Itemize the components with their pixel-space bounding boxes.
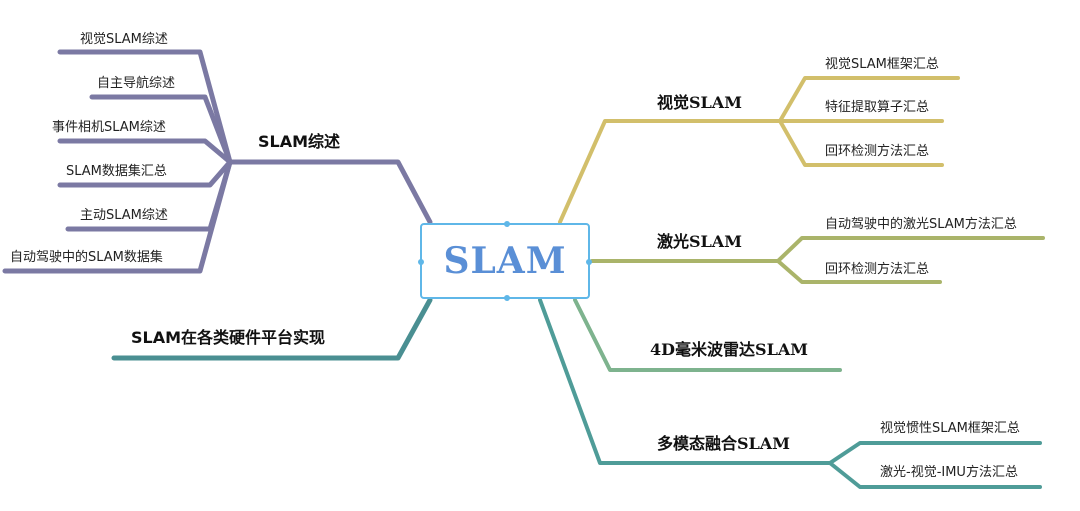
branch-survey-label[interactable]: SLAM综述 bbox=[258, 132, 341, 151]
central-topic-node[interactable]: SLAM bbox=[418, 221, 592, 301]
link-survey-leaf-6 bbox=[2, 159, 233, 274]
link-radar bbox=[573, 298, 842, 372]
central-topic-title: SLAM bbox=[443, 240, 567, 282]
leaf-lidar-2[interactable]: 回环检测方法汇总 bbox=[825, 262, 930, 277]
leaf-survey-1[interactable]: 视觉SLAM综述 bbox=[80, 32, 168, 47]
leaf-lidar-1[interactable]: 自动驾驶中的激光SLAM方法汇总 bbox=[825, 217, 1017, 232]
link-survey-leaf-4 bbox=[57, 159, 233, 188]
link-survey-leaf-3 bbox=[57, 138, 233, 165]
connector-handle-left bbox=[418, 259, 424, 265]
link-visual-main bbox=[558, 119, 782, 224]
leaf-survey-5[interactable]: 主动SLAM综述 bbox=[80, 208, 168, 223]
connector-handle-bottom bbox=[504, 295, 510, 301]
branch-visual-label[interactable]: 视觉SLAM bbox=[657, 93, 742, 112]
leaf-survey-6[interactable]: 自动驾驶中的SLAM数据集 bbox=[10, 250, 163, 265]
leaf-visual-2[interactable]: 特征提取算子汇总 bbox=[825, 100, 930, 115]
leaf-survey-4[interactable]: SLAM数据集汇总 bbox=[66, 164, 167, 179]
link-survey-leaf-1 bbox=[57, 49, 233, 165]
leaf-visual-3[interactable]: 回环检测方法汇总 bbox=[825, 144, 930, 159]
branch-lidar-label[interactable]: 激光SLAM bbox=[657, 232, 742, 251]
link-lidar-leaf-1 bbox=[776, 236, 1045, 263]
link-fusion-leaf-1 bbox=[828, 441, 1042, 465]
leaf-fusion-2[interactable]: 激光-视觉-IMU方法汇总 bbox=[880, 465, 1018, 480]
link-survey-leaf-2 bbox=[89, 94, 233, 165]
leaf-survey-3[interactable]: 事件相机SLAM综述 bbox=[52, 120, 166, 135]
link-visual-leaf-1 bbox=[778, 76, 960, 123]
leaf-survey-2[interactable]: 自主导航综述 bbox=[97, 76, 176, 91]
leaf-fusion-1[interactable]: 视觉惯性SLAM框架汇总 bbox=[880, 421, 1020, 436]
branch-radar-label[interactable]: 4D毫米波雷达SLAM bbox=[650, 340, 808, 359]
link-visual-leaf-3 bbox=[778, 119, 944, 167]
link-fusion-leaf-2 bbox=[828, 461, 1042, 489]
link-hardware bbox=[111, 297, 433, 361]
branch-fusion-label[interactable]: 多模态融合SLAM bbox=[657, 434, 790, 453]
connector-handle-right bbox=[586, 259, 592, 265]
connector-handle-top bbox=[504, 221, 510, 227]
leaf-visual-1[interactable]: 视觉SLAM框架汇总 bbox=[825, 57, 939, 72]
branch-hardware-label[interactable]: SLAM在各类硬件平台实现 bbox=[131, 328, 326, 347]
link-lidar-leaf-2 bbox=[776, 259, 942, 284]
link-fusion-main bbox=[538, 298, 832, 465]
link-survey-main bbox=[227, 159, 433, 225]
